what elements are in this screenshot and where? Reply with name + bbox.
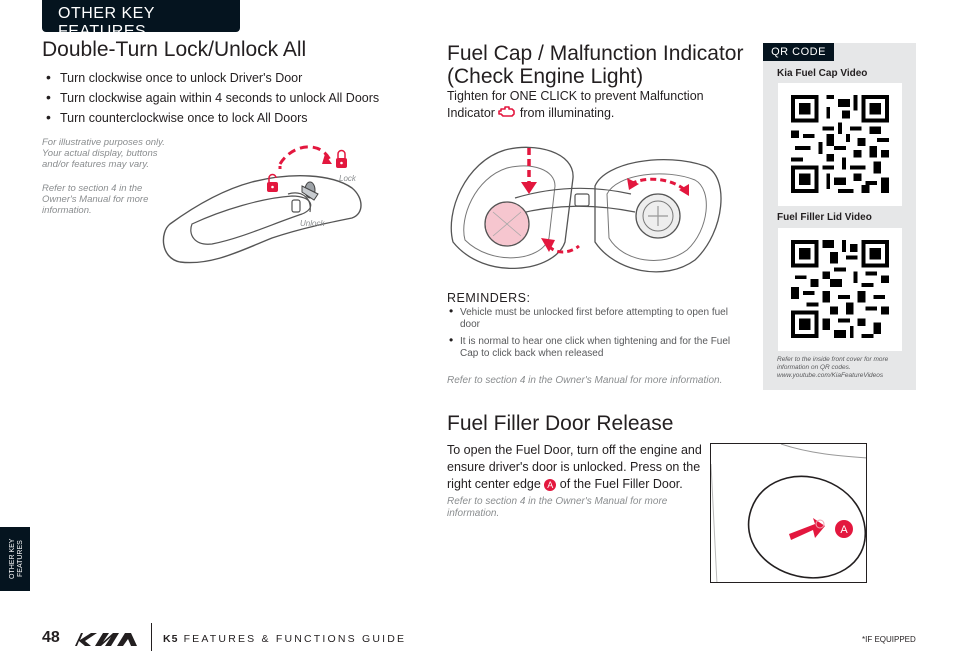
- check-engine-icon: [498, 106, 516, 117]
- bullet-item: Turn counterclockwise once to lock All D…: [46, 107, 379, 128]
- bullet-item: Turn clockwise again within 4 seconds to…: [46, 87, 379, 108]
- if-equipped-note: *IF EQUIPPED: [862, 635, 916, 644]
- side-section-label: OTHER KEY FEATURES: [9, 538, 24, 580]
- footer-divider: [151, 623, 152, 651]
- section-header-tab: OTHER KEY FEATURES: [42, 0, 240, 40]
- fuel-cap-illustration: [450, 146, 722, 273]
- fuel-door-manual-note: Refer to section 4 in the Owner's Manual…: [447, 496, 668, 519]
- qr-code-badge: QR CODE: [763, 43, 834, 61]
- section-header-label: OTHER KEY FEATURES: [58, 5, 155, 40]
- lock-label: Lock: [339, 174, 357, 183]
- manual-reference-note: Refer to section 4 in the Owner's Manual…: [42, 183, 149, 216]
- reminders-list: Vehicle must be unlocked first before at…: [449, 305, 749, 365]
- fuel-door-text: To open the Fuel Door, turn off the engi…: [447, 442, 717, 493]
- qr-code-fuel-cap[interactable]: [778, 83, 902, 206]
- fuel-cap-intro-text: Tighten for ONE CLICK to prevent Malfunc…: [447, 89, 704, 120]
- double-turn-title: Double-Turn Lock/Unlock All: [42, 38, 307, 61]
- door-handle-illustration: Lock Unlock: [162, 145, 362, 264]
- fuel-cap-manual-note: Refer to section 4 in the Owner's Manual…: [447, 375, 723, 386]
- fuel-cap-intro-end: from illuminating.: [519, 106, 615, 120]
- qr-footnote: Refer to the inside front cover for more…: [777, 356, 889, 379]
- qr-label-fuel-cap: Kia Fuel Cap Video: [777, 68, 868, 79]
- marker-a-label: A: [840, 524, 848, 536]
- guide-name: FEATURES & FUNCTIONS GUIDE: [183, 633, 407, 645]
- unlock-padlock-icon: [267, 173, 278, 192]
- guide-model: K5: [163, 633, 179, 645]
- guide-title: K5 FEATURES & FUNCTIONS GUIDE: [163, 633, 406, 645]
- side-section-tab: OTHER KEY FEATURES: [0, 527, 30, 591]
- kia-logo-icon: [75, 633, 137, 646]
- qr-code-icon: [791, 240, 889, 338]
- unlock-label: Unlock: [300, 219, 325, 228]
- qr-code-fuel-filler[interactable]: [778, 228, 902, 351]
- fuel-door-text-start: To open the Fuel Door, turn off the engi…: [447, 443, 702, 491]
- reminder-item: Vehicle must be unlocked first before at…: [449, 305, 749, 331]
- page-number: 48: [42, 629, 60, 646]
- marker-a-icon: A: [835, 520, 853, 538]
- marker-a-badge: A: [544, 479, 557, 491]
- fuel-door-text-end: of the Fuel Filler Door.: [559, 477, 683, 491]
- double-turn-bullets: Turn clockwise once to unlock Driver's D…: [46, 67, 379, 128]
- reminder-item: It is normal to hear one click when tigh…: [449, 334, 749, 360]
- reminders-title: REMINDERS:: [447, 291, 531, 305]
- fuel-cap-intro: Tighten for ONE CLICK to prevent Malfunc…: [447, 88, 717, 122]
- qr-code-icon: [791, 95, 889, 193]
- lock-padlock-icon: [336, 149, 347, 168]
- fuel-door-title: Fuel Filler Door Release: [447, 412, 674, 435]
- illustrative-note: For illustrative purposes only. Your act…: [42, 137, 165, 170]
- fuel-cap-title: Fuel Cap / Malfunction Indicator (Check …: [447, 42, 744, 88]
- fuel-door-illustration: A: [710, 443, 867, 583]
- qr-label-fuel-filler: Fuel Filler Lid Video: [777, 212, 872, 223]
- bullet-item: Turn clockwise once to unlock Driver's D…: [46, 67, 379, 88]
